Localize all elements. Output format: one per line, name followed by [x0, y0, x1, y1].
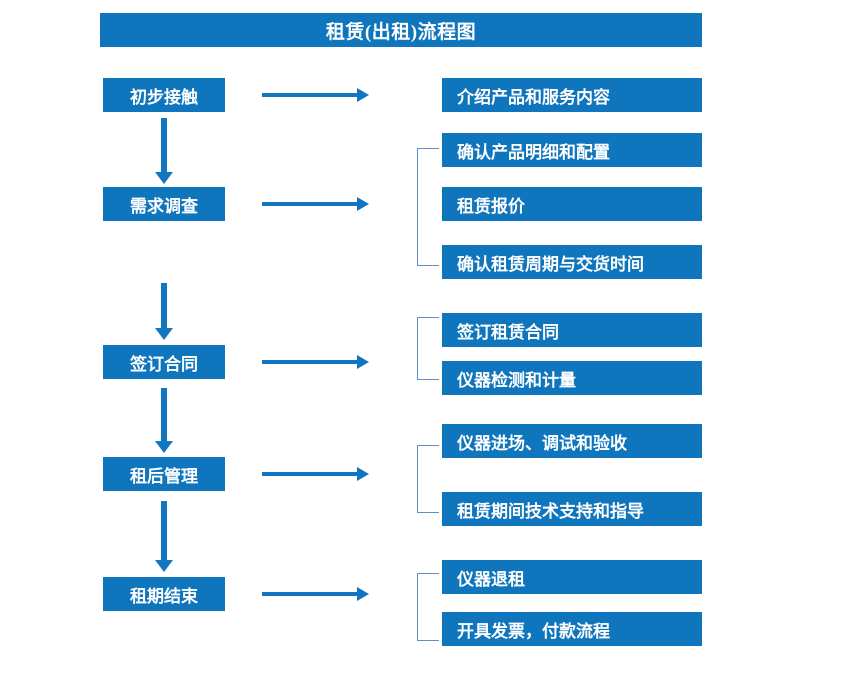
stage-node-4[interactable]: 租后管理 [103, 457, 225, 491]
detail-arrow-right-5 [262, 587, 369, 601]
stage-node-5[interactable]: 租期结束 [103, 577, 225, 611]
arrow-head-icon [155, 441, 173, 453]
detail-node-9[interactable]: 仪器退租 [442, 560, 702, 594]
detail-arrow-right-3 [262, 355, 369, 369]
detail-node-3[interactable]: 租赁报价 [442, 187, 702, 221]
detail-node-7[interactable]: 仪器进场、调试和验收 [442, 424, 702, 458]
detail-node-2[interactable]: 确认产品明细和配置 [442, 133, 702, 167]
group-bracket-5 [417, 573, 439, 641]
arrow-head-icon [155, 172, 173, 184]
detail-node-6[interactable]: 仪器检测和计量 [442, 361, 702, 395]
stage-node-3[interactable]: 签订合同 [103, 345, 225, 379]
arrow-head-icon [357, 355, 369, 369]
page-title: 租赁(出租)流程图 [100, 13, 702, 47]
flow-arrow-down-1 [155, 118, 173, 184]
detail-node-5[interactable]: 签订租赁合同 [442, 313, 702, 347]
detail-node-4[interactable]: 确认租赁周期与交货时间 [442, 245, 702, 279]
arrow-head-icon [357, 467, 369, 481]
group-bracket-4 [417, 445, 439, 513]
detail-arrow-right-1 [262, 88, 369, 102]
flow-arrow-down-3 [155, 388, 173, 453]
group-bracket-3 [417, 317, 439, 380]
flow-arrow-down-2 [155, 283, 173, 340]
arrow-head-icon [155, 328, 173, 340]
stage-node-1[interactable]: 初步接触 [103, 78, 225, 112]
detail-node-1[interactable]: 介绍产品和服务内容 [442, 78, 702, 112]
arrow-head-icon [357, 197, 369, 211]
detail-node-10[interactable]: 开具发票，付款流程 [442, 612, 702, 646]
detail-arrow-right-2 [262, 197, 369, 211]
arrow-head-icon [357, 587, 369, 601]
detail-node-8[interactable]: 租赁期间技术支持和指导 [442, 492, 702, 526]
group-bracket-2 [417, 148, 439, 266]
arrow-head-icon [357, 88, 369, 102]
stage-node-2[interactable]: 需求调查 [103, 187, 225, 221]
flow-arrow-down-4 [155, 501, 173, 572]
arrow-head-icon [155, 560, 173, 572]
detail-arrow-right-4 [262, 467, 369, 481]
